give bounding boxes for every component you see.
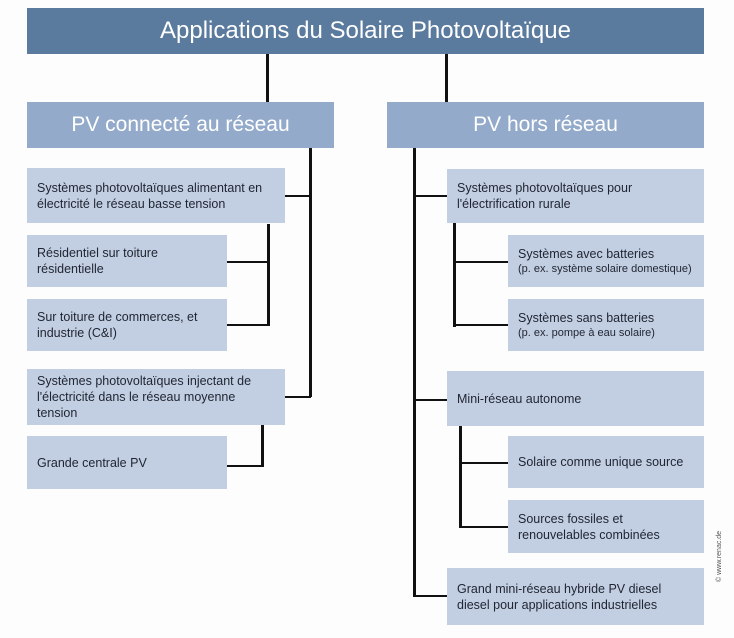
connector-title-right (445, 54, 448, 102)
connector-right-main (413, 148, 416, 597)
node-low-voltage-label: Systèmes photovoltaïques alimentant en é… (37, 180, 263, 211)
connector-left-commercial (227, 324, 269, 326)
header-grid-connected: PV connecté au réseau (27, 102, 334, 148)
connector-right-large-hybrid (413, 595, 447, 597)
connector-title-left (266, 54, 269, 102)
node-large-plant: Grande centrale PV (27, 436, 227, 489)
node-with-batteries-example: (p. ex. système solaire domestique) (518, 263, 692, 275)
node-without-batteries: Systèmes sans batteries (p. ex. pompe à … (508, 299, 704, 351)
connector-left-sub1 (267, 224, 270, 326)
watermark: © www.renac.de (716, 530, 723, 582)
node-residential: Résidentiel sur toiture résidentielle (27, 235, 227, 287)
connector-right-rural (413, 195, 447, 197)
node-large-hybrid-label: Grand mini-réseau hybride PV diesel dies… (457, 581, 662, 612)
node-rural: Systèmes photovoltaïques pour l'électrif… (447, 169, 704, 223)
diagram-title: Applications du Solaire Photovoltaïque (27, 8, 704, 54)
connector-left-medium-voltage (285, 396, 311, 398)
connector-right-with-batteries (453, 261, 508, 263)
node-hybrid-sources: Sources fossiles et renouvelables combin… (508, 500, 704, 553)
node-mini-grid: Mini-réseau autonome (447, 371, 704, 426)
connector-right-solar-only (459, 462, 508, 464)
node-commercial: Sur toiture de commerces, et industrie (… (27, 299, 227, 351)
node-large-hybrid: Grand mini-réseau hybride PV diesel dies… (447, 568, 704, 625)
connector-left-main (309, 148, 312, 397)
node-with-batteries: Systèmes avec batteries (p. ex. système … (508, 235, 704, 287)
node-solar-only-label: Solaire comme unique source (518, 455, 684, 469)
connector-right-sub2 (459, 426, 462, 528)
node-rural-label: Systèmes photovoltaïques pour l'électrif… (457, 181, 633, 211)
connector-left-low-voltage (285, 195, 311, 197)
header-off-grid: PV hors réseau (387, 102, 704, 148)
node-with-batteries-label: Systèmes avec batteries (518, 247, 655, 261)
connector-right-without-batteries (453, 324, 508, 326)
connector-left-sub2 (261, 425, 264, 467)
connector-right-hybrid-sources (459, 526, 508, 528)
node-residential-label: Résidentiel sur toiture résidentielle (37, 246, 158, 276)
node-medium-voltage-label: Systèmes photovoltaïques injectant de l'… (37, 374, 252, 420)
connector-right-mini-grid (413, 399, 447, 401)
node-without-batteries-example: (p. ex. pompe à eau solaire) (518, 327, 655, 339)
node-without-batteries-label: Systèmes sans batteries (518, 311, 655, 325)
node-hybrid-sources-label: Sources fossiles et renouvelables combin… (518, 511, 660, 542)
node-low-voltage: Systèmes photovoltaïques alimentant en é… (27, 168, 285, 223)
node-mini-grid-label: Mini-réseau autonome (457, 391, 582, 406)
node-commercial-label: Sur toiture de commerces, et industrie (… (37, 310, 198, 340)
connector-left-large-plant (227, 465, 263, 467)
node-large-plant-label: Grande centrale PV (37, 455, 147, 470)
connector-left-residential (227, 261, 269, 263)
node-medium-voltage: Systèmes photovoltaïques injectant de l'… (27, 369, 285, 425)
connector-right-sub1 (453, 223, 456, 327)
node-solar-only: Solaire comme unique source (508, 436, 704, 488)
